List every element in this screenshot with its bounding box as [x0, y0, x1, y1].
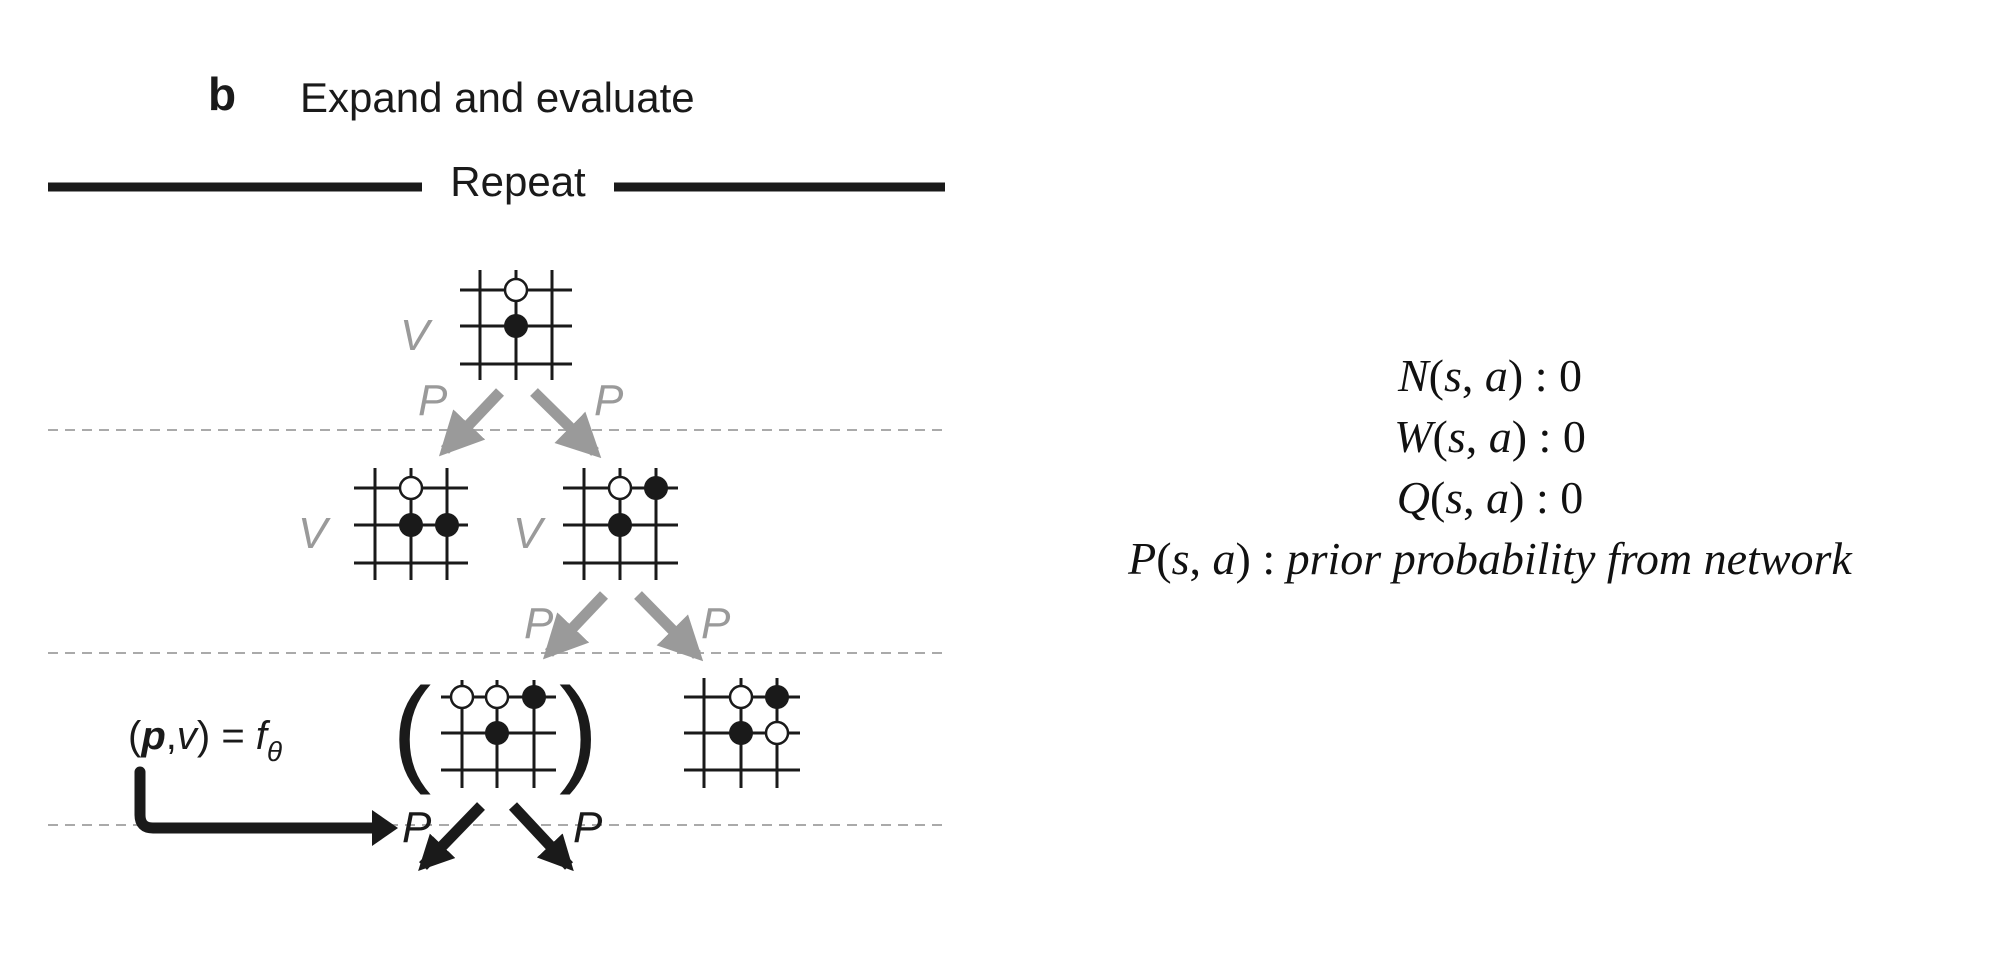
value-label: V	[513, 509, 546, 558]
prior-label: P	[573, 803, 603, 852]
prior-label: P	[402, 803, 432, 852]
paren-right: )	[559, 664, 598, 796]
prior-arrow	[438, 388, 504, 457]
legend-row-q: Q(s, a) : 0	[1396, 472, 1584, 523]
value-label: V	[400, 311, 433, 360]
paren-left: (	[392, 664, 431, 796]
legend-row-w: W(s, a) : 0	[1394, 411, 1586, 462]
prior-arrow	[418, 802, 485, 872]
arrow-head	[372, 810, 398, 846]
go-board-level1-right	[563, 468, 678, 580]
go-board-level2-right	[684, 678, 800, 788]
prior-arrow	[530, 388, 602, 459]
prior-arrow	[542, 591, 608, 660]
go-board-level1-left	[354, 468, 468, 580]
network-output-arrow	[134, 766, 378, 834]
value-label: V	[298, 509, 331, 558]
prior-label: P	[701, 599, 731, 648]
go-board-root	[460, 270, 572, 380]
prior-label: P	[418, 376, 448, 425]
legend-row-p: P(s, a) : prior probability from network	[1128, 533, 1852, 584]
go-board-level2-evaluated	[441, 680, 556, 788]
prior-label: P	[524, 599, 554, 648]
prior-arrow	[634, 591, 704, 662]
edge-statistics-legend: N(s, a) : 0 W(s, a) : 0 Q(s, a) : 0 P(s,…	[1010, 345, 1970, 589]
prior-label: P	[594, 376, 624, 425]
network-formula: (p,v) = fθ	[128, 714, 282, 767]
prior-arrow	[508, 802, 574, 872]
panel-letter: b	[208, 68, 236, 120]
panel-title: Expand and evaluate	[300, 74, 695, 121]
repeat-label: Repeat	[450, 158, 586, 205]
legend-row-n: N(s, a) : 0	[1397, 350, 1583, 401]
